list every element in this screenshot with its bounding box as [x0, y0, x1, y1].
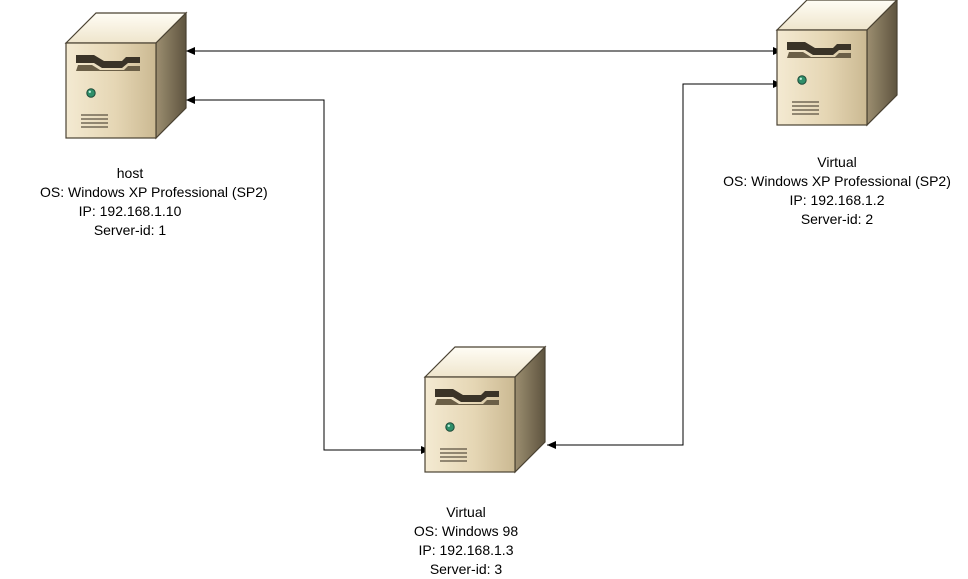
server-icon — [424, 346, 546, 473]
node-ip: IP: 192.168.1.10 — [78, 203, 182, 219]
node-name: Virtual — [446, 504, 486, 520]
node-server-id: Server-id: 2 — [800, 211, 874, 227]
node-label-virtual-2: Virtual OS: Windows XP Professional (SP2… — [697, 153, 968, 229]
node-os: OS: Windows XP Professional (SP2) — [40, 184, 268, 200]
connector-virtual2-virtual3 — [547, 80, 782, 449]
node-name: Virtual — [817, 154, 857, 170]
server-icon — [776, 0, 898, 126]
node-os: OS: Windows XP Professional (SP2) — [723, 173, 951, 189]
node-name: host — [116, 165, 144, 181]
node-ip: IP: 192.168.1.2 — [789, 192, 885, 208]
node-ip: IP: 192.168.1.3 — [418, 542, 514, 558]
node-label-host: host OS: Windows XP Professional (SP2) I… — [40, 164, 268, 240]
node-label-virtual-3: Virtual OS: Windows 98 IP: 192.168.1.3 S… — [386, 503, 546, 579]
node-os: OS: Windows 98 — [413, 523, 519, 539]
server-icon — [65, 12, 187, 139]
node-server-id: Server-id: 3 — [429, 561, 503, 577]
connector-host-virtual3 — [186, 96, 430, 454]
node-server-id: Server-id: 1 — [93, 222, 167, 238]
